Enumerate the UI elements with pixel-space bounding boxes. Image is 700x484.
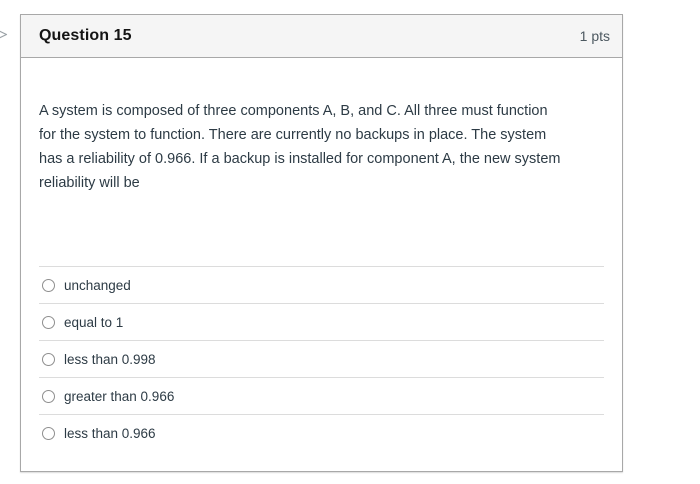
answer-label[interactable]: greater than 0.966: [64, 388, 175, 404]
question-text-line: reliability will be: [39, 175, 140, 191]
answer-row-equal-to-1[interactable]: equal to 1: [39, 303, 604, 340]
radio-button-icon[interactable]: [42, 426, 55, 440]
radio-button-icon[interactable]: [42, 352, 55, 366]
answer-row-unchanged[interactable]: unchanged: [39, 266, 604, 303]
answers-list: unchanged equal to 1 less than 0.998 gre…: [39, 266, 604, 451]
question-text-line: A system is composed of three components…: [39, 103, 548, 119]
question-card: Question 15 1 pts A system is composed o…: [20, 14, 623, 472]
radio-button-icon[interactable]: [42, 278, 55, 292]
answer-label[interactable]: unchanged: [64, 277, 131, 293]
radio-button-icon[interactable]: [42, 315, 55, 329]
question-marker-icon[interactable]: [0, 26, 9, 43]
answer-label[interactable]: less than 0.998: [64, 351, 156, 367]
question-text: A system is composed of three components…: [39, 99, 614, 195]
answer-row-greater-than-0966[interactable]: greater than 0.966: [39, 377, 604, 414]
radio-button-icon[interactable]: [42, 389, 55, 403]
question-text-line: for the system to function. There are cu…: [39, 127, 547, 143]
answer-row-less-than-0966[interactable]: less than 0.966: [39, 414, 604, 451]
answer-label[interactable]: equal to 1: [64, 314, 124, 330]
question-header: Question 15 1 pts: [21, 15, 622, 58]
question-title: Question 15: [39, 27, 132, 44]
question-points-label: 1 pts: [579, 28, 610, 44]
answer-label[interactable]: less than 0.966: [64, 425, 156, 441]
question-text-line: has a reliability of 0.966. If a backup …: [39, 151, 561, 167]
answer-row-less-than-0998[interactable]: less than 0.998: [39, 340, 604, 377]
